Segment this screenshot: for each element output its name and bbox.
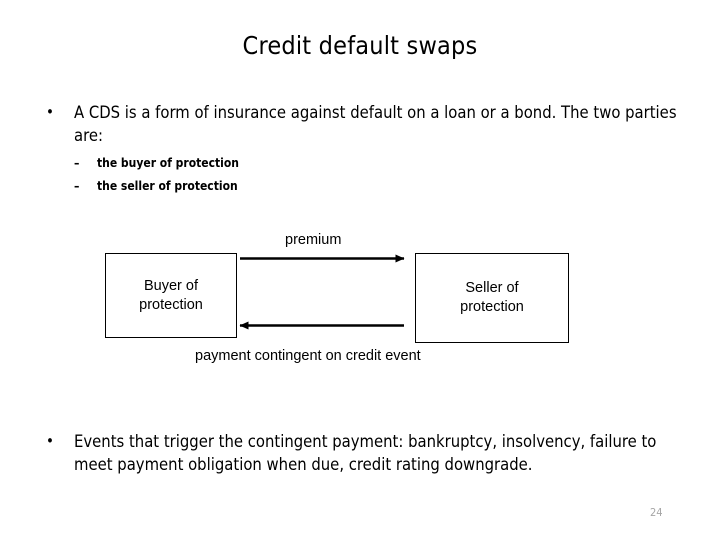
sub-bullet-text: the seller of protection xyxy=(97,179,238,193)
bullet-marker-icon: • xyxy=(46,103,54,121)
diagram-box-seller-line1: Seller of xyxy=(465,280,519,296)
bullet-item-trigger-events: • Events that trigger the contingent pay… xyxy=(46,430,686,476)
arrow-label-payment-contingent: payment contingent on credit event xyxy=(195,348,421,364)
page-title: Credit default swaps xyxy=(242,31,478,60)
diagram-box-seller-line2: protection xyxy=(460,299,524,315)
diagram-box-buyer-line2: protection xyxy=(139,296,203,313)
diagram-box-buyer-line1: Buyer of xyxy=(144,277,198,294)
sub-bullet-list: – the buyer of protection – the seller o… xyxy=(74,152,494,198)
dash-marker-icon: – xyxy=(74,179,80,193)
bullet-marker-icon: • xyxy=(46,432,54,450)
arrow-label-premium: premium xyxy=(285,232,342,248)
bullet-text: Events that trigger the contingent payme… xyxy=(74,432,657,474)
sub-bullet-text: the buyer of protection xyxy=(97,156,239,170)
diagram-box-buyer: Buyer of protection xyxy=(105,253,237,338)
bullet-item-cds-definition: • A CDS is a form of insurance against d… xyxy=(46,101,686,147)
dash-marker-icon: – xyxy=(74,156,80,170)
page-number: 24 xyxy=(650,506,663,519)
sub-bullet-item-buyer: – the buyer of protection xyxy=(74,152,494,175)
diagram-box-seller: Seller of protection xyxy=(415,253,569,343)
sub-bullet-item-seller: – the seller of protection xyxy=(74,175,494,198)
bullet-text: A CDS is a form of insurance against def… xyxy=(74,103,677,145)
